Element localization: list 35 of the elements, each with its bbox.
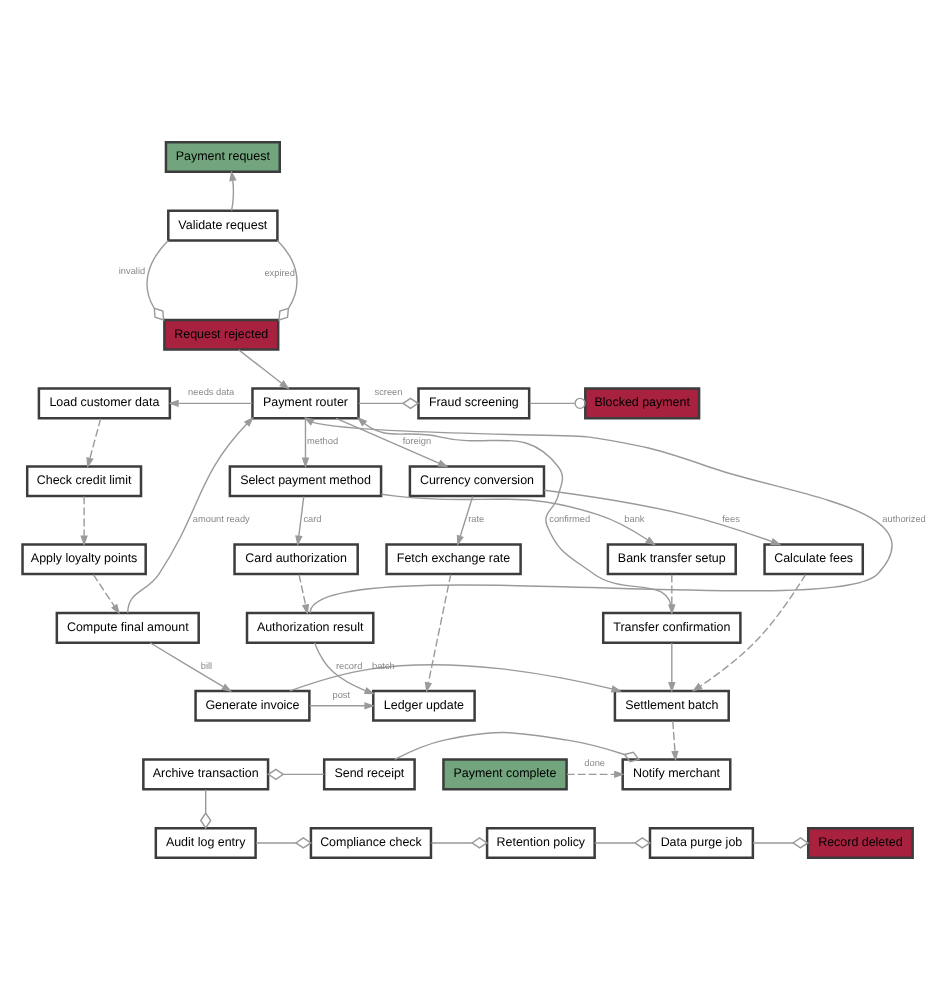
arrow: [424, 573, 452, 693]
arrow: [668, 642, 676, 693]
arrow: [335, 417, 449, 468]
connector: [267, 768, 325, 781]
arrow: [86, 417, 102, 469]
connector: [529, 397, 586, 410]
arrow: [301, 417, 310, 469]
arrow: [127, 416, 254, 614]
connector: [358, 397, 420, 410]
arrow: [380, 493, 656, 546]
arrow: [295, 495, 305, 547]
arrow: [671, 720, 679, 762]
connector: [752, 837, 810, 849]
arrow: [356, 416, 673, 614]
arrow: [289, 664, 622, 693]
arrow: [149, 642, 233, 693]
arrow: [92, 574, 120, 615]
arrow: [308, 702, 375, 710]
connector: [594, 837, 652, 849]
arrow: [168, 399, 253, 408]
connector: [430, 837, 489, 849]
arrow: [543, 489, 782, 546]
arrow: [456, 495, 474, 547]
connector: [276, 239, 298, 321]
connector: [199, 789, 212, 830]
arrow: [566, 770, 625, 779]
arrow: [691, 573, 807, 692]
arrow: [298, 574, 310, 615]
connector: [394, 731, 640, 763]
arrow: [229, 170, 237, 212]
arrow: [313, 641, 376, 695]
arrow: [80, 495, 88, 547]
arrow: [238, 349, 290, 390]
connector: [255, 837, 313, 849]
connector: [146, 239, 169, 321]
